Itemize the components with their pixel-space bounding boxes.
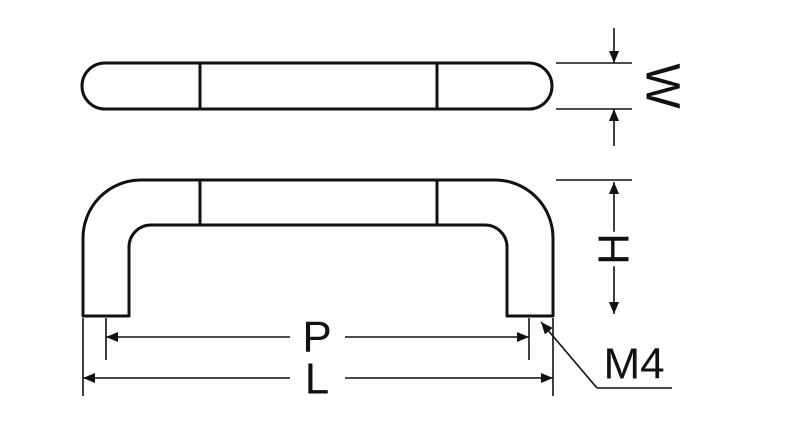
height-label: H: [590, 233, 639, 265]
top-view: [80, 61, 554, 111]
thread-leader: [540, 321, 672, 389]
thread-leader-line: [540, 321, 598, 389]
front-view: [81, 178, 555, 318]
front-view-handle-outline: [81, 178, 555, 318]
thread-label: M4: [603, 340, 664, 389]
length-label: L: [305, 355, 329, 404]
height-dimension: [556, 179, 632, 314]
top-view-bar: [80, 61, 554, 111]
width-label: W: [636, 63, 689, 109]
width-dimension: [556, 28, 632, 146]
pitch-label: P: [302, 313, 331, 362]
